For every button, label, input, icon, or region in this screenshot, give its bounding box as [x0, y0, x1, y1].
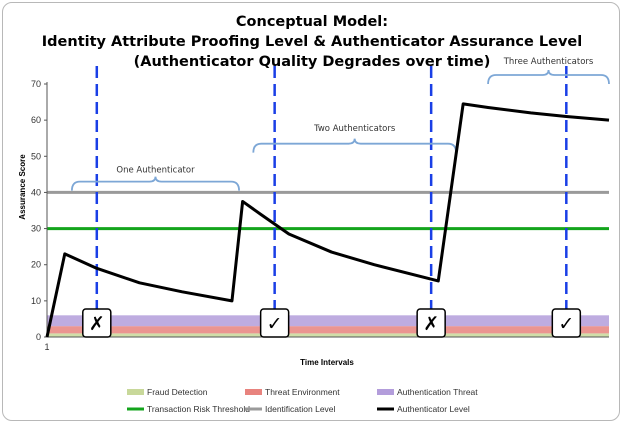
y-tick-label: 70 — [31, 79, 41, 89]
band-threat-environment — [47, 326, 609, 334]
chart-title-line-1: Conceptual Model: — [236, 14, 388, 30]
chart-axes: 0 10 20 30 40 50 60 70 1 — [31, 79, 609, 352]
chart-frame — [2, 2, 620, 421]
x-tick-label: 1 — [44, 342, 49, 352]
legend-swatch — [377, 389, 394, 395]
band-authentication-threat — [47, 315, 609, 327]
check-mark-icon: ✓ — [558, 313, 574, 335]
cross-mark-icon: ✗ — [89, 313, 105, 335]
checkpoint-markers: ✗ ✓ ✗ ✓ — [82, 308, 582, 338]
chart-title: Conceptual Model: Identity Attribute Pro… — [42, 14, 582, 70]
authenticator-braces: One Authenticator Two Authenticators Three… — [70, 57, 610, 191]
y-tick-label: 20 — [31, 260, 41, 270]
checkpoint-lines — [95, 66, 568, 337]
annotation-brace — [487, 69, 610, 85]
threat-bands — [47, 315, 609, 337]
checkpoint-box — [551, 308, 582, 338]
authenticator-level-line — [45, 102, 610, 338]
legend-label: Authenticator Level — [397, 404, 470, 414]
annotation-label: One Authenticator — [116, 166, 195, 176]
legend-swatch — [245, 389, 262, 395]
cross-mark-icon: ✗ — [423, 313, 439, 335]
legend-label: Transaction Risk Threshold — [147, 404, 250, 414]
y-tick-label: 30 — [31, 224, 41, 234]
checkpoint-box — [259, 308, 290, 338]
y-tick-label: 10 — [31, 296, 41, 306]
threshold-lines — [47, 190, 609, 231]
legend-swatch — [127, 389, 144, 395]
y-tick-label: 0 — [36, 332, 41, 342]
chart-title-line-3: (Authenticator Quality Degrades over tim… — [134, 54, 491, 70]
y-axis-label: Assurance Score — [18, 154, 27, 220]
band-fraud-detection — [47, 333, 609, 337]
annotation-label: Three Authenticators — [503, 57, 594, 67]
annotation-label: Two Authenticators — [313, 124, 396, 134]
legend-label: Fraud Detection — [147, 387, 208, 397]
y-tick-label: 50 — [31, 151, 41, 161]
y-tick-label: 60 — [31, 115, 41, 125]
x-axis-label: Time Intervals — [300, 358, 354, 367]
authenticator-series — [45, 102, 610, 338]
checkpoint-box — [416, 308, 446, 338]
chart-title-line-2: Identity Attribute Proofing Level & Auth… — [42, 34, 582, 50]
annotation-brace — [252, 138, 457, 153]
y-tick-label: 40 — [31, 187, 41, 197]
checkpoint-box — [82, 308, 112, 338]
legend-label: Threat Environment — [265, 387, 340, 397]
check-mark-icon: ✓ — [267, 313, 283, 335]
legend-label: Identification Level — [265, 404, 336, 414]
legend-label: Authentication Threat — [397, 387, 478, 397]
